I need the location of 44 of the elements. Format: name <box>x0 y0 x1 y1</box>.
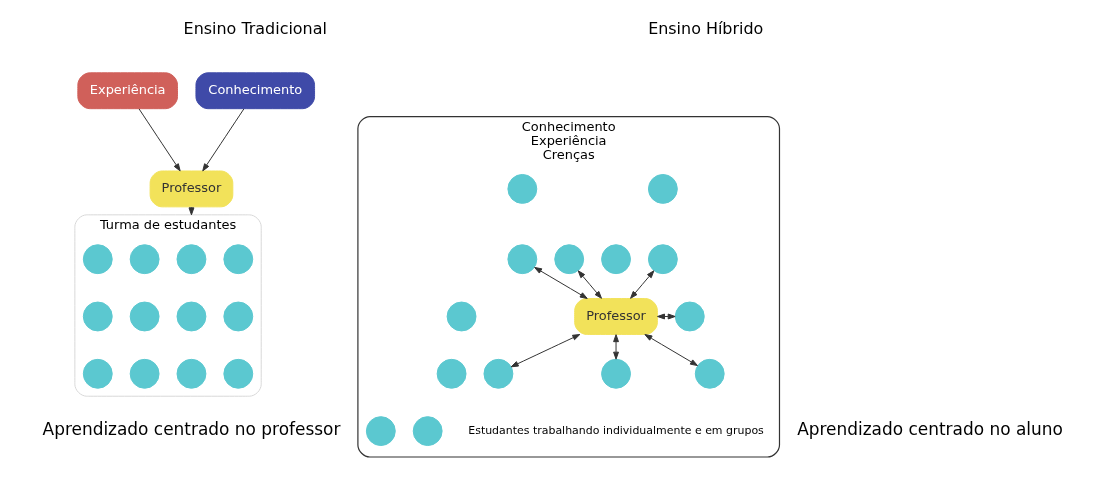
node-circle <box>506 244 537 275</box>
node-circle <box>694 358 725 389</box>
arrow <box>138 108 181 172</box>
arrow <box>201 108 244 172</box>
label: Ensino Híbrido <box>647 18 763 38</box>
label: Estudantes trabalhando individualmente e em grupos <box>467 423 764 437</box>
node-circle <box>600 244 631 275</box>
node-circle <box>222 301 253 332</box>
node-circle <box>129 244 160 275</box>
arrow <box>612 334 619 360</box>
node-circle <box>222 244 253 275</box>
node-circle <box>365 416 396 447</box>
arrow <box>533 266 588 299</box>
node-circle <box>446 301 476 332</box>
cluster: Turma de estudantes <box>73 214 262 397</box>
node-circle <box>82 301 113 332</box>
node-box: Conhecimento <box>194 72 315 110</box>
arrow <box>656 313 676 320</box>
arrow <box>510 334 580 368</box>
label: Aprendizado centrado no aluno <box>796 419 1063 440</box>
label: Ensino Tradicional <box>183 18 327 38</box>
node-circle <box>176 301 206 332</box>
arrow <box>643 334 698 367</box>
arrow <box>629 270 654 299</box>
label: Aprendizado centrado no professor <box>42 419 340 440</box>
node-circle <box>436 358 467 389</box>
node-circle <box>553 244 584 275</box>
node-circle <box>647 244 678 275</box>
node-circle <box>600 358 631 389</box>
node-circle <box>129 301 160 332</box>
node-circle <box>412 416 443 447</box>
node-circle <box>176 358 206 389</box>
node-circle <box>129 358 160 389</box>
node-circle <box>82 358 113 389</box>
node-box: Professor <box>573 298 658 335</box>
node-box: Experiência <box>76 72 178 110</box>
node-circle <box>647 173 678 204</box>
node-circle <box>674 301 705 332</box>
node-circle <box>176 244 206 275</box>
arrow <box>577 270 602 299</box>
node-circle <box>82 244 113 275</box>
node-circle <box>222 358 253 389</box>
node-circle <box>506 173 537 204</box>
node-circle <box>483 358 513 389</box>
